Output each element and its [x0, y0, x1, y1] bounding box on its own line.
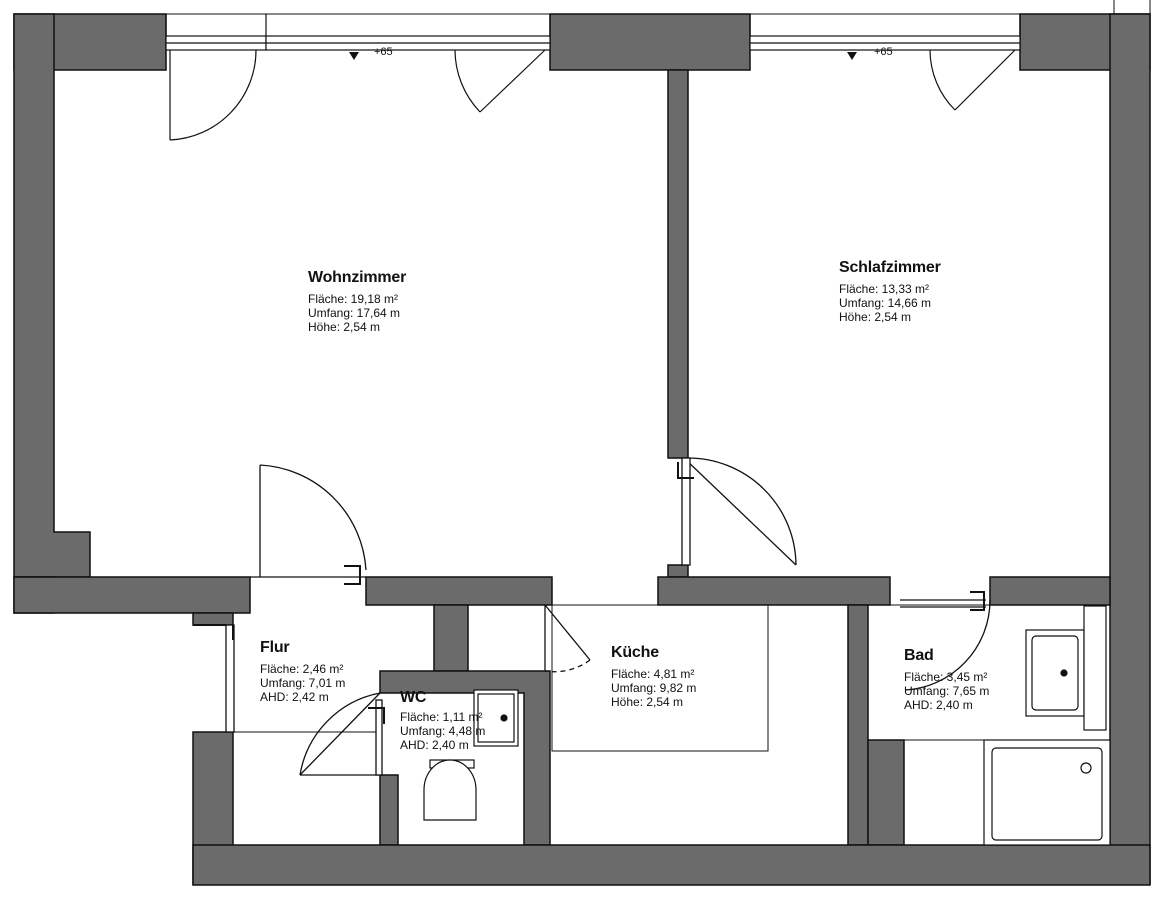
room-ahd: AHD: 2,40 m	[904, 698, 973, 712]
room-area: Fläche: 3,45 m²	[904, 670, 988, 684]
wall-stub-flur	[433, 604, 469, 672]
wall-bad-divider	[867, 739, 905, 846]
room-label-wohnzimmer: Wohnzimmer Fläche: 19,18 m² Umfang: 17,6…	[308, 269, 407, 335]
wall-bad-left	[847, 604, 869, 846]
room-name: Wohnzimmer	[308, 269, 407, 286]
room-height: Höhe: 2,54 m	[839, 310, 912, 324]
door-kueche	[544, 604, 591, 673]
room-ahd: AHD: 2,42 m	[260, 690, 329, 704]
wall-flur-left-top	[192, 612, 234, 626]
room-perimeter: Umfang: 4,48 m	[400, 724, 486, 738]
wall-right-outer	[1109, 13, 1151, 885]
kueche-counter	[551, 604, 769, 752]
room-area: Fläche: 4,81 m²	[611, 667, 695, 681]
sill-marker-schlafzimmer	[847, 52, 857, 60]
wall-left-outer	[13, 13, 91, 578]
wall-wohnzimmer-bottom-left	[13, 576, 251, 614]
fixtures	[423, 605, 1111, 846]
sill-label-schlafzimmer: +65	[874, 46, 893, 58]
wall-top-middle	[549, 13, 751, 71]
room-area: Fläche: 13,33 m²	[839, 282, 930, 296]
wc-basin	[473, 689, 519, 747]
room-perimeter: Umfang: 7,01 m	[260, 676, 346, 690]
room-label-bad: Bad Fläche: 3,45 m² Umfang: 7,65 m AHD: …	[904, 647, 990, 713]
toilet	[423, 759, 477, 821]
room-name: Bad	[904, 647, 934, 664]
room-name: Schlafzimmer	[839, 259, 941, 276]
door-bad	[900, 591, 991, 691]
door-flur	[193, 624, 235, 733]
bathtub	[983, 739, 1111, 846]
wall-wc-left	[379, 774, 399, 846]
room-perimeter: Umfang: 14,66 m	[839, 296, 932, 310]
room-ahd: AHD: 2,40 m	[400, 738, 469, 752]
room-area: Fläche: 2,46 m²	[260, 662, 344, 676]
sill-marker-wohnzimmer	[349, 52, 359, 60]
wall-bottom-outer	[192, 844, 1151, 886]
door-schlafzimmer	[677, 457, 797, 566]
room-name: Flur	[260, 639, 290, 656]
room-perimeter: Umfang: 7,65 m	[904, 684, 990, 698]
room-area: Fläche: 1,11 m²	[400, 710, 483, 724]
wall-schlafzimmer-bottom-right	[989, 576, 1111, 606]
sill-label-wohnzimmer: +65	[374, 46, 393, 58]
wall-schlafzimmer-bottom-left	[657, 576, 891, 606]
doors	[193, 457, 991, 776]
room-height: Höhe: 2,54 m	[611, 695, 684, 709]
wall-wohnzimmer-bottom-right	[365, 576, 553, 606]
bad-sink	[1025, 605, 1107, 731]
room-area: Fläche: 19,18 m²	[308, 292, 399, 306]
room-label-flur: Flur Fläche: 2,46 m² Umfang: 7,01 m AHD:…	[260, 639, 346, 705]
walls	[13, 13, 1151, 886]
room-perimeter: Umfang: 17,64 m	[308, 306, 401, 320]
window-swings	[169, 49, 1016, 141]
room-name: WC	[400, 689, 427, 706]
door-wohnzimmer	[250, 464, 367, 585]
wall-central-upper	[667, 69, 689, 459]
windows	[165, 13, 1021, 51]
door-wc	[299, 692, 385, 776]
room-label-kueche: Küche Fläche: 4,81 m² Umfang: 9,82 m Höh…	[611, 644, 697, 710]
room-label-schlafzimmer: Schlafzimmer Fläche: 13,33 m² Umfang: 14…	[839, 259, 941, 325]
wall-central-lower	[667, 564, 689, 578]
sheet-marks	[1113, 0, 1151, 14]
room-perimeter: Umfang: 9,82 m	[611, 681, 697, 695]
room-label-wc: WC Fläche: 1,11 m² Umfang: 4,48 m AHD: 2…	[400, 689, 486, 753]
room-height: Höhe: 2,54 m	[308, 320, 381, 334]
room-name: Küche	[611, 644, 659, 661]
